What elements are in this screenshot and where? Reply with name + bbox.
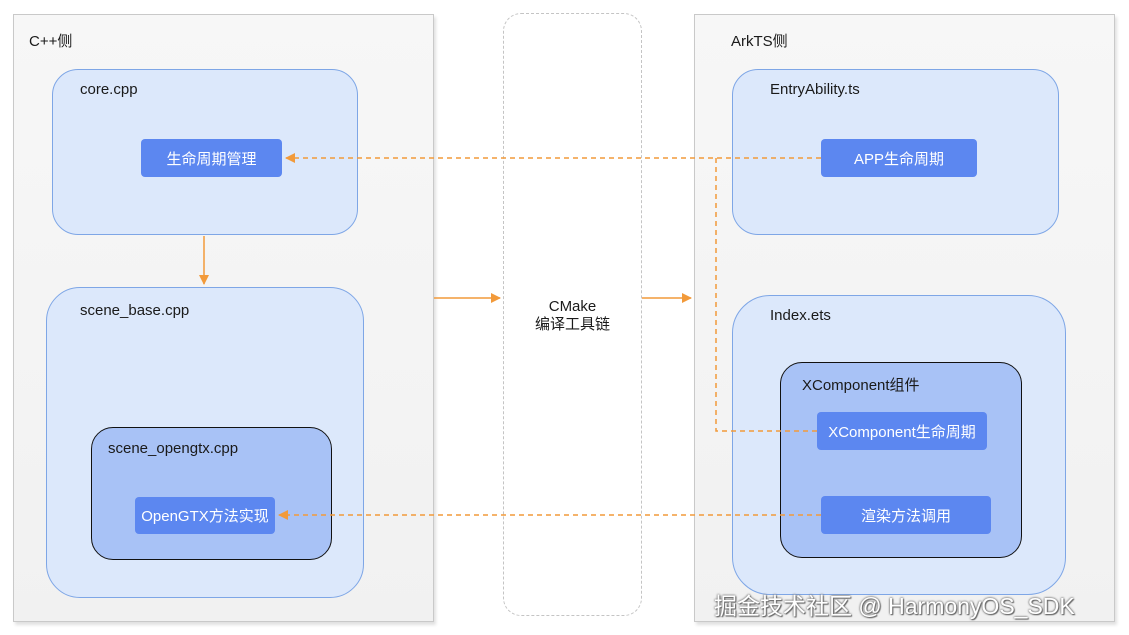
render-call-node: 渲染方法调用 bbox=[821, 496, 991, 534]
arkts-panel-title: ArkTS侧 bbox=[731, 33, 788, 50]
app-lifecycle-node: APP生命周期 bbox=[821, 139, 977, 177]
xcomponent-title: XComponent组件 bbox=[802, 377, 920, 394]
scene-opengtx-cpp-title: scene_opengtx.cpp bbox=[108, 440, 239, 457]
scene-opengtx-cpp-group bbox=[91, 427, 332, 560]
scene-base-cpp-title: scene_base.cpp bbox=[80, 302, 190, 319]
core-cpp-title: core.cpp bbox=[80, 81, 138, 98]
cpp-panel-title: C++侧 bbox=[29, 33, 73, 50]
cmake-label-line1: CMake bbox=[548, 298, 597, 315]
entry-ability-title: EntryAbility.ts bbox=[770, 81, 860, 98]
opengtx-impl-node: OpenGTX方法实现 bbox=[135, 497, 275, 534]
lifecycle-management-node: 生命周期管理 bbox=[141, 139, 282, 177]
cmake-label-line2: 编译工具链 bbox=[534, 316, 610, 333]
cmake-label: CMake 编译工具链 bbox=[503, 298, 642, 334]
xcomponent-lifecycle-node: XComponent生命周期 bbox=[817, 412, 987, 450]
watermark: 掘金技术社区 @ HarmonyOS_SDK bbox=[714, 593, 1075, 619]
index-ets-title: Index.ets bbox=[770, 307, 831, 324]
